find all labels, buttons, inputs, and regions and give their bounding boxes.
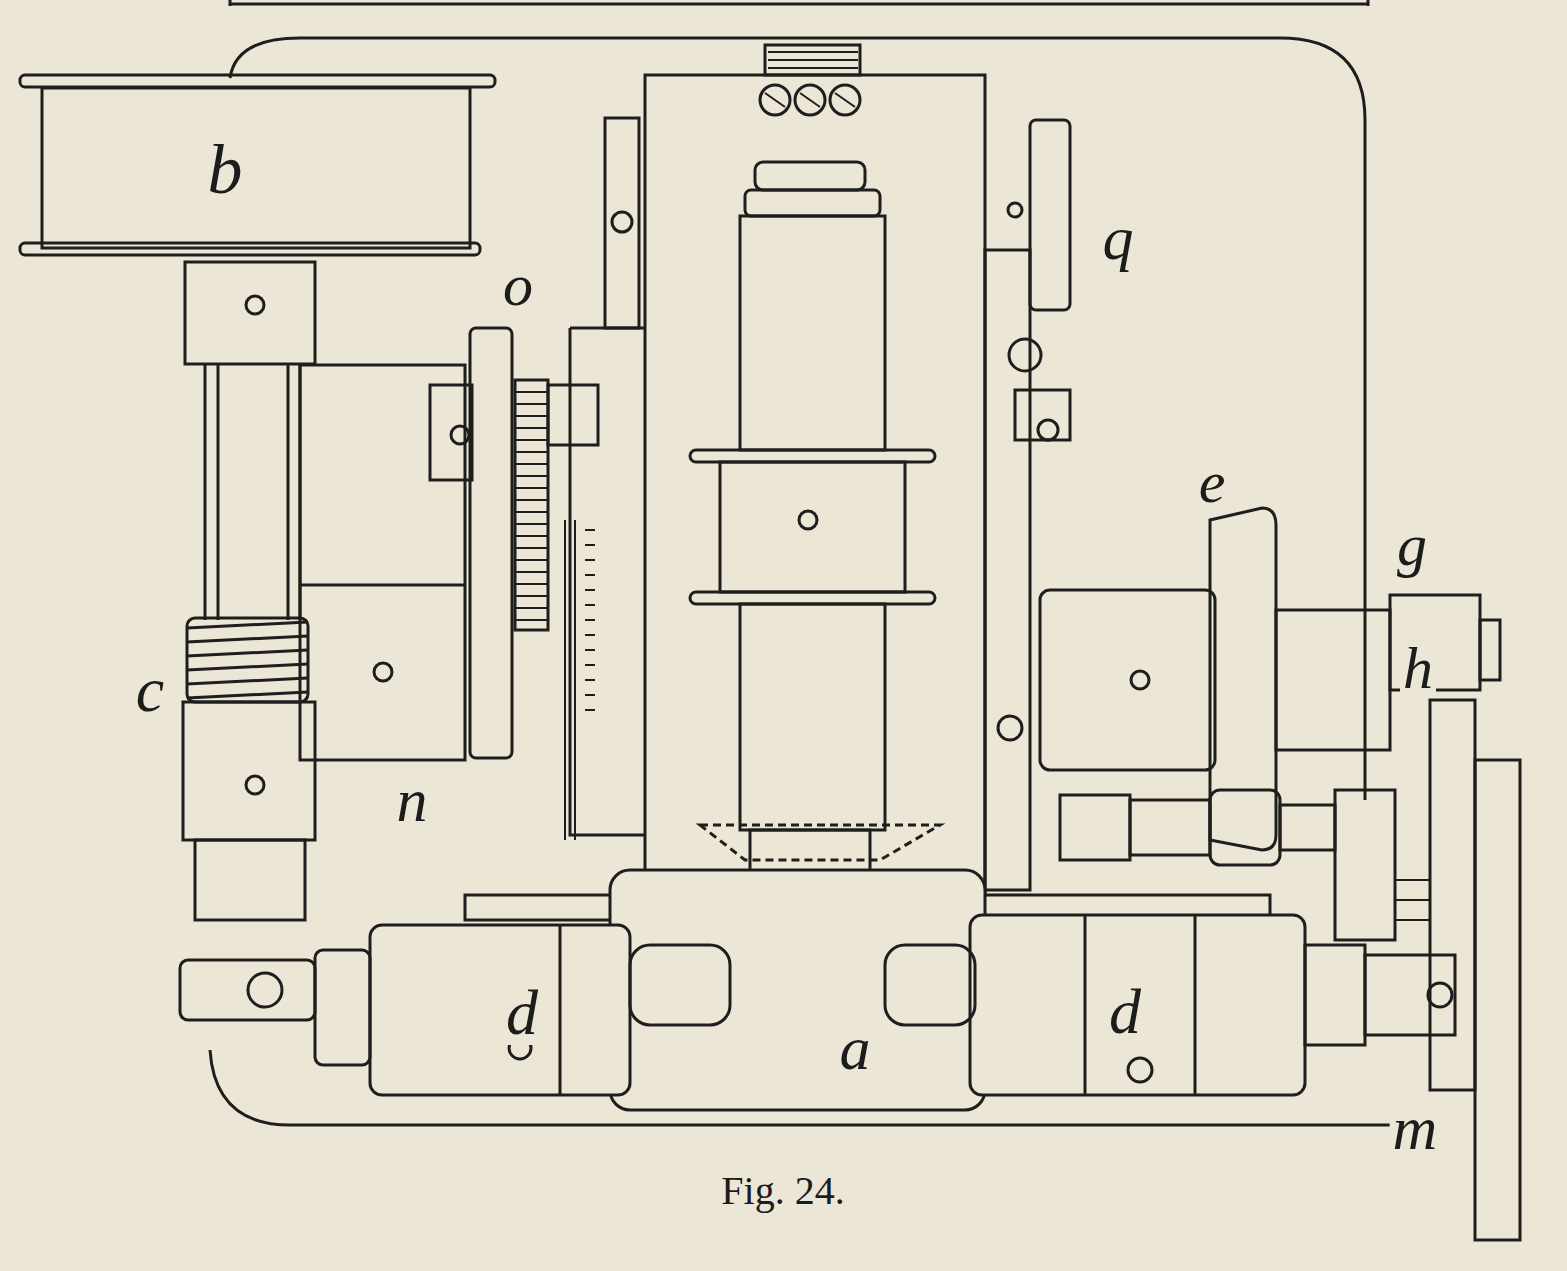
- part-letter: d: [1106, 980, 1144, 1044]
- part-letter: o: [500, 255, 536, 315]
- part-letter: n: [394, 769, 431, 831]
- part-letter: h: [1400, 638, 1436, 698]
- part-letter: d: [503, 981, 541, 1045]
- part-letter: c: [133, 658, 167, 722]
- part-letter: g: [1394, 515, 1430, 575]
- part-letter: q: [1100, 207, 1137, 269]
- part-letter: a: [837, 1017, 874, 1079]
- part-letter: b: [205, 135, 246, 205]
- figure-caption: Fig. 24.: [721, 1167, 844, 1214]
- part-letter: e: [1196, 452, 1229, 512]
- part-letter: m: [1390, 1097, 1441, 1159]
